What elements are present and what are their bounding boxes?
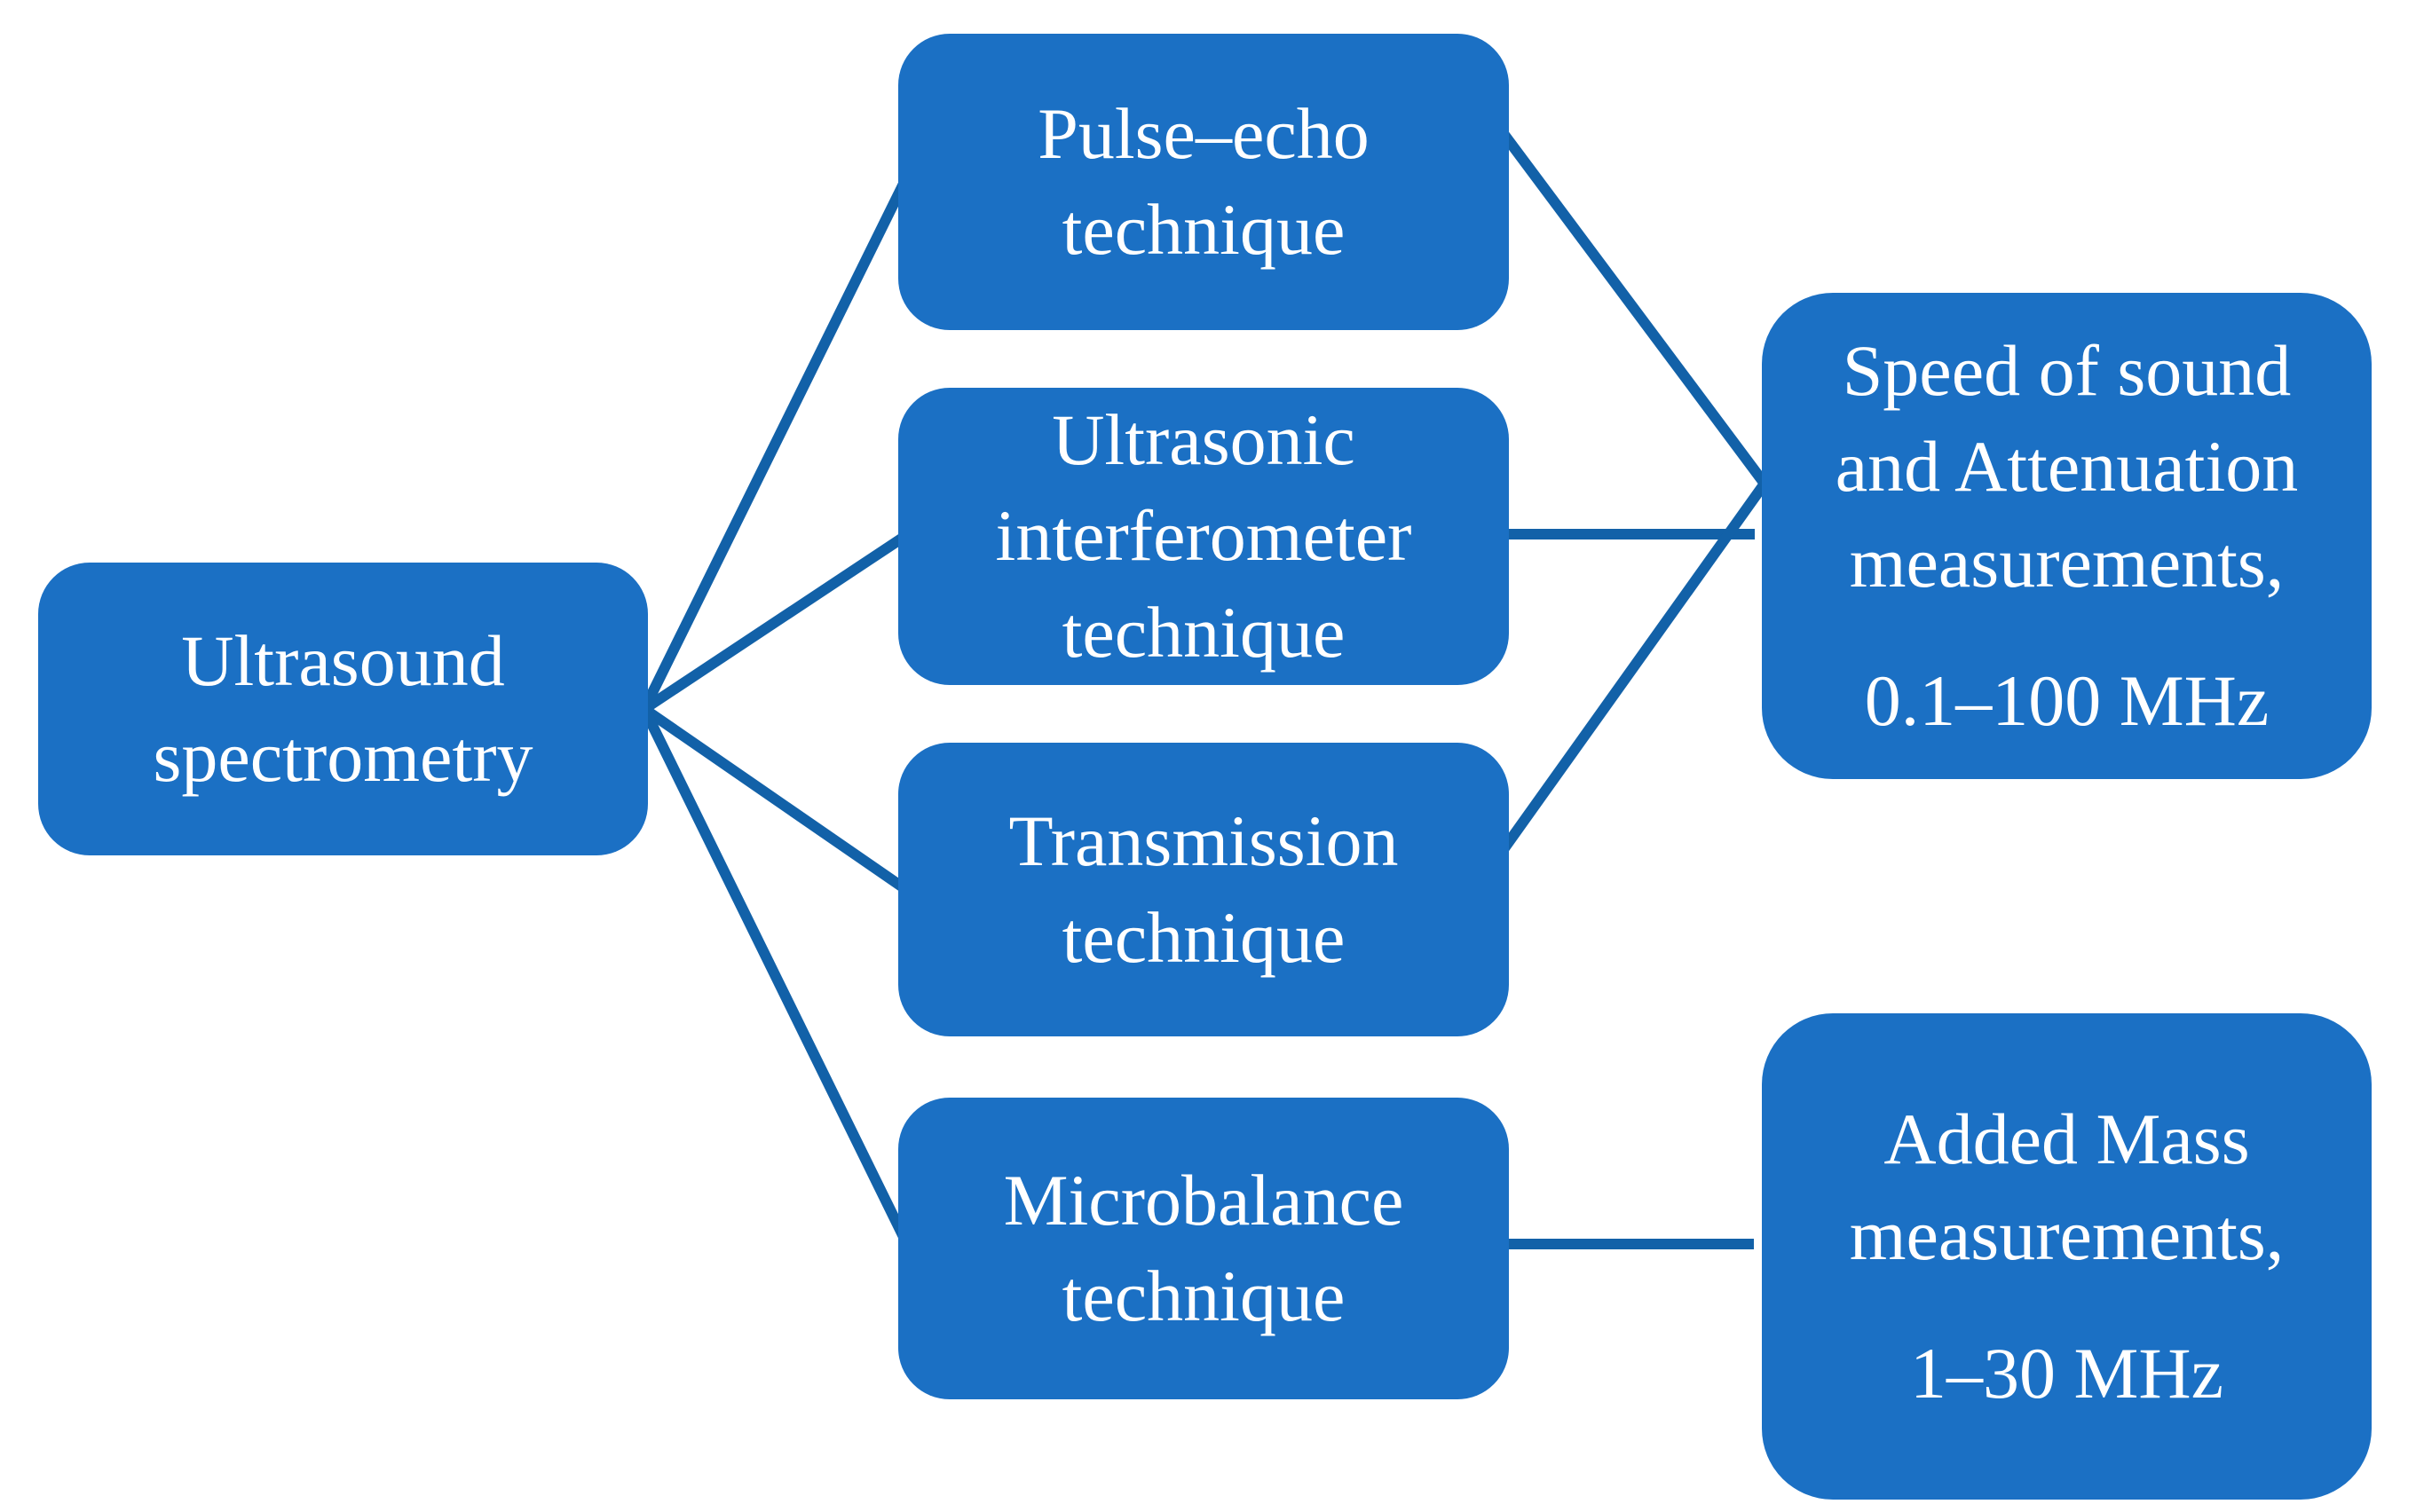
node-label: Microbalance technique — [1003, 1159, 1404, 1336]
connector-root-to-microbalance — [639, 706, 911, 1243]
connector-root-to-pulse-echo — [639, 177, 911, 712]
node-ultrasonic-interferometer-technique: Ultrasonic interferometer technique — [898, 388, 1509, 685]
connector-root-to-transmission — [641, 705, 909, 894]
node-label: Transmission technique — [1008, 800, 1399, 978]
node-label: Ultrasound spectrometry — [153, 619, 533, 797]
node-speed-attenuation-measurements: Speed of sound and Attenuation measureme… — [1762, 293, 2372, 779]
frequency-range: 0.1–100 MHz — [1864, 660, 2270, 742]
node-label: Pulse–echo technique — [1038, 92, 1370, 270]
node-label: Added Mass measurements, — [1849, 1098, 2285, 1275]
connector-transmission-to-speed — [1497, 480, 1769, 855]
node-transmission-technique: Transmission technique — [898, 743, 1509, 1036]
node-label: Ultrasonic interferometer technique — [995, 399, 1412, 673]
node-added-mass-measurements: Added Mass measurements, 1–30 MHz — [1762, 1013, 2372, 1500]
node-microbalance-technique: Microbalance technique — [898, 1098, 1509, 1399]
connector-root-to-interferometer — [641, 531, 909, 714]
node-label: Speed of sound and Attenuation measureme… — [1835, 329, 2299, 602]
node-pulse-echo-technique: Pulse–echo technique — [898, 34, 1509, 330]
connector-pulse-echo-to-speed — [1497, 128, 1769, 487]
frequency-range: 1–30 MHz — [1909, 1333, 2224, 1414]
node-ultrasound-spectrometry: Ultrasound spectrometry — [38, 563, 648, 855]
